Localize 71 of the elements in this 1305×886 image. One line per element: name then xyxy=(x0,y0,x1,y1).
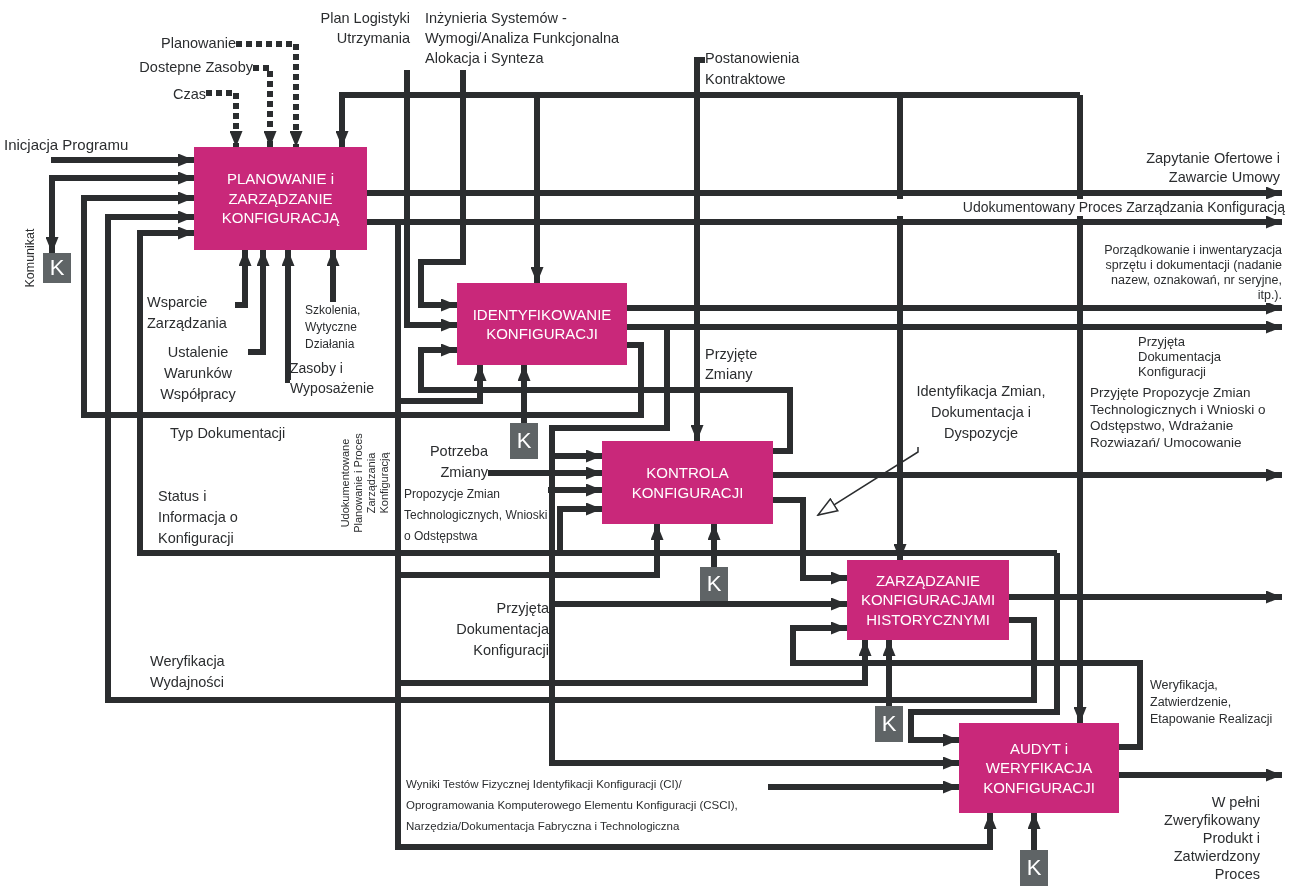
mechanism-letter: K xyxy=(881,713,897,735)
process-title: PLANOWANIE i ZARZĄDZANIE KONFIGURACJĄ xyxy=(220,169,341,228)
arrow xyxy=(206,90,243,147)
process-title: KONTROLA KONFIGURACJI xyxy=(630,463,745,502)
mechanism-box xyxy=(1020,850,1048,886)
edge-label: Udokumentowany Proces Zarządzania Konfiguracją xyxy=(895,199,1285,216)
arrow xyxy=(236,41,303,147)
mechanism-box xyxy=(510,423,538,459)
arrow xyxy=(627,301,1282,315)
arrow xyxy=(882,640,896,706)
arrow xyxy=(235,250,252,308)
process-box xyxy=(194,147,367,250)
process-box xyxy=(602,441,773,524)
flow-label: Wsparcie Zarządzania xyxy=(147,292,235,334)
process-title: ZARZĄDZANIE KONFIGURACJAMI HISTORYCZNYMI xyxy=(859,570,997,630)
arrow xyxy=(418,70,466,312)
flow-label: Identyfikacja Zmian, Dokumentacja i Dyspozycje xyxy=(905,381,1057,444)
arrow xyxy=(1073,95,1087,723)
arrow xyxy=(690,57,705,441)
arrow xyxy=(404,70,457,332)
arrow xyxy=(45,171,194,253)
arrow xyxy=(908,553,1060,747)
flow-label: Postanowienia Kontraktowe xyxy=(705,48,830,90)
arrow xyxy=(105,210,1037,703)
arrow xyxy=(1027,813,1041,850)
flow-label: Plan Logistyki Utrzymania xyxy=(300,8,410,48)
process-box xyxy=(457,283,627,365)
arrow xyxy=(773,497,847,585)
arrow xyxy=(773,468,1282,482)
edge-label: Udokumentowane Planowanie i Proces Zarządzania Konfiguracją xyxy=(339,432,391,535)
side-label: Komunikat xyxy=(22,227,38,290)
process-title: AUDYT i WERYFIKACJA KONFIGURACJI xyxy=(982,738,1096,798)
mechanism-box xyxy=(700,567,728,601)
process-box xyxy=(959,723,1119,813)
flow-label: Czas xyxy=(160,84,206,104)
flow-label: Potrzeba Zmiany xyxy=(420,441,488,483)
process-box xyxy=(847,560,1009,640)
process-title: IDENTYFIKOWANIE KONFIGURACJI xyxy=(471,304,613,344)
mechanism-letter: K xyxy=(516,430,532,452)
flow-label: Propozycje Zmian Technologicznych, Wnioski o Odstępstwa xyxy=(404,484,548,547)
arrow xyxy=(418,343,793,454)
mechanism-letter: K xyxy=(706,573,722,595)
mechanism-box xyxy=(43,253,71,283)
flow-label: Wyniki Testów Fizycznej Identyfikacji Konfiguracji (CI)/ Oprogramowania Komputerowego Elementu Konfiguracji (CSCI), Narzędzia/Dokumentacja Fabryczna i Technologiczna xyxy=(406,774,768,837)
arrow xyxy=(367,186,1282,200)
arrow xyxy=(81,191,644,418)
arrow xyxy=(548,483,602,497)
mechanism-letter: K xyxy=(49,257,65,279)
flow-label: Szkolenia, Wytyczne Działania xyxy=(305,302,377,353)
arrow xyxy=(253,65,277,147)
mechanism-box xyxy=(875,706,903,742)
arrow xyxy=(1119,768,1282,782)
arrow xyxy=(281,250,295,383)
flow-label: Zasoby i Wyposażenie xyxy=(290,358,394,398)
arrow xyxy=(248,250,270,355)
arrow xyxy=(893,92,1080,560)
arrow xyxy=(517,365,531,423)
flow-label: Ustalenie Warunków Współpracy xyxy=(148,342,248,405)
flow-label: Inicjacja Programu xyxy=(4,135,164,155)
flow-label: Inżynieria Systemów - Wymogi/Analiza Funkcjonalna Alokacja i Synteza xyxy=(425,8,665,68)
arrow xyxy=(1009,590,1282,604)
arrow xyxy=(768,780,959,794)
pointer-arrow xyxy=(817,446,919,516)
arrow xyxy=(51,153,194,167)
flow-label: Planowanie xyxy=(140,33,236,53)
arrow xyxy=(488,466,602,480)
arrow xyxy=(707,524,721,567)
flow-label: Dostepne Zasoby xyxy=(126,57,253,77)
arrow xyxy=(790,621,1143,750)
arrow xyxy=(326,250,340,302)
mechanism-letter: K xyxy=(1026,857,1042,879)
